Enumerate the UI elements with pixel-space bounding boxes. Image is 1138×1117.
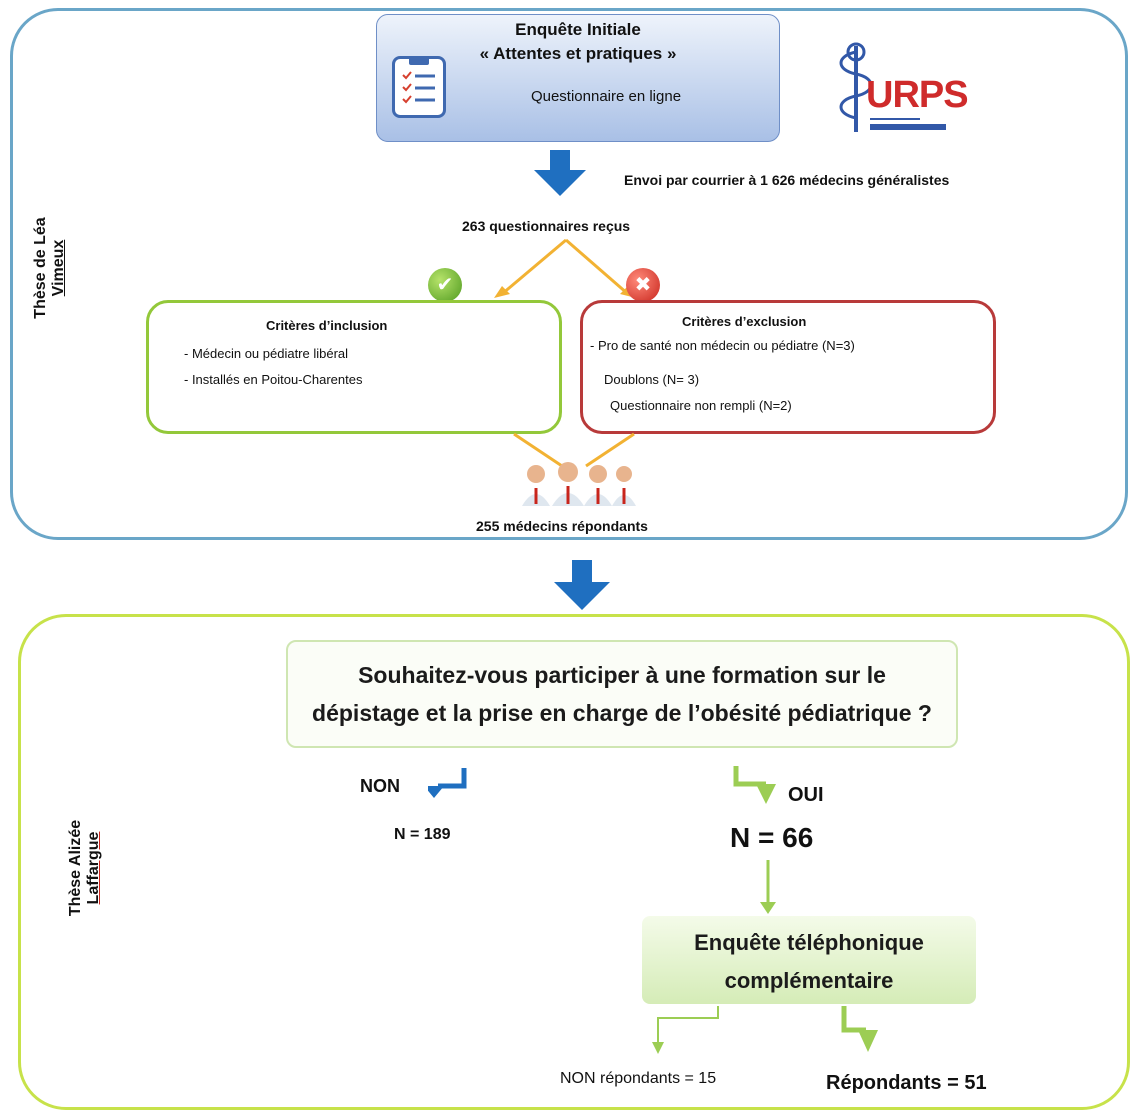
inclusion-item: - Médecin ou pédiatre libéral [184, 346, 349, 361]
inclusion-item: - Installés en Poitou-Charentes [184, 372, 363, 387]
respondents-arrow [841, 1006, 878, 1052]
exclusion-item: - Pro de santé non médecin ou pédiatre (… [590, 338, 855, 353]
exclusion-title: Critères d’exclusion [682, 314, 807, 329]
thesis-label-bottom-line2: Laffargue [85, 831, 102, 905]
phone-survey-text: Enquête téléphonique complémentaire [642, 924, 976, 1000]
question-text: Souhaitez-vous participer à une formatio… [286, 656, 958, 732]
initial-survey-title-line1: Enquête Initiale [515, 20, 641, 39]
doctors-group-icon [522, 462, 636, 506]
caduceus-icon [839, 42, 946, 132]
exclusion-item: Questionnaire non rempli (N=2) [610, 398, 792, 413]
oui-count: N = 66 [730, 822, 814, 853]
down-arrow-2 [554, 560, 610, 610]
exclusion-item: Doublons (N= 3) [604, 372, 700, 387]
thesis-label-bottom: Thèse Alizée Laffargue [67, 793, 103, 943]
clipboard-icon [392, 56, 446, 118]
question-box [286, 640, 958, 748]
mail-send-text: Envoi par courrier à 1 626 médecins géné… [624, 172, 950, 188]
initial-survey-title-line2: « Attentes et pratiques » [479, 44, 677, 63]
inclusion-title: Critères d’inclusion [266, 318, 388, 333]
question-line2: dépistage et la prise en charge de l’obé… [312, 700, 932, 726]
thesis-label-top: Thèse de Léa Vimeux [32, 198, 68, 338]
oui-down-arrow [760, 860, 776, 914]
survey-panel-bottom [18, 614, 1130, 1110]
thesis-label-bottom-line1: Thèse Alizée [67, 819, 84, 917]
urps-logo: URPS [826, 38, 969, 138]
question-line1: Souhaitez-vous participer à une formatio… [358, 662, 886, 688]
oui-label: OUI [788, 784, 824, 806]
down-arrow-1 [534, 150, 586, 196]
exclusion-criteria-box [580, 300, 996, 434]
split-arrows [494, 238, 636, 298]
inclusion-criteria-box [146, 300, 562, 434]
respondents-count-text: 255 médecins répondants [476, 518, 648, 534]
initial-survey-title: Enquête Initiale « Attentes et pratiques… [376, 18, 780, 66]
non-arrow [428, 768, 467, 798]
check-icon: ✔ [428, 268, 462, 302]
survey-panel-top [10, 8, 1128, 540]
received-count-text: 263 questionnaires reçus [462, 218, 631, 234]
non-respondents-arrow [652, 1006, 719, 1054]
merge-arrows [513, 432, 635, 468]
thesis-label-top-line1: Thèse de Léa [32, 217, 49, 319]
non-respondents-text: NON répondants = 15 [560, 1070, 717, 1087]
phone-survey-line1: Enquête téléphonique [694, 930, 924, 955]
initial-survey-subtitle: Questionnaire en ligne [530, 88, 682, 105]
phone-survey-box [642, 916, 976, 1004]
phone-survey-line2: complémentaire [724, 968, 894, 993]
non-label: NON [360, 776, 400, 796]
urps-logo-text: URPS [866, 74, 969, 116]
non-count: N = 189 [394, 826, 451, 843]
oui-arrow [733, 766, 776, 804]
respondents-text: Répondants = 51 [826, 1072, 987, 1094]
cross-icon: ✖ [626, 268, 660, 302]
thesis-label-top-line2: Vimeux [50, 239, 67, 297]
